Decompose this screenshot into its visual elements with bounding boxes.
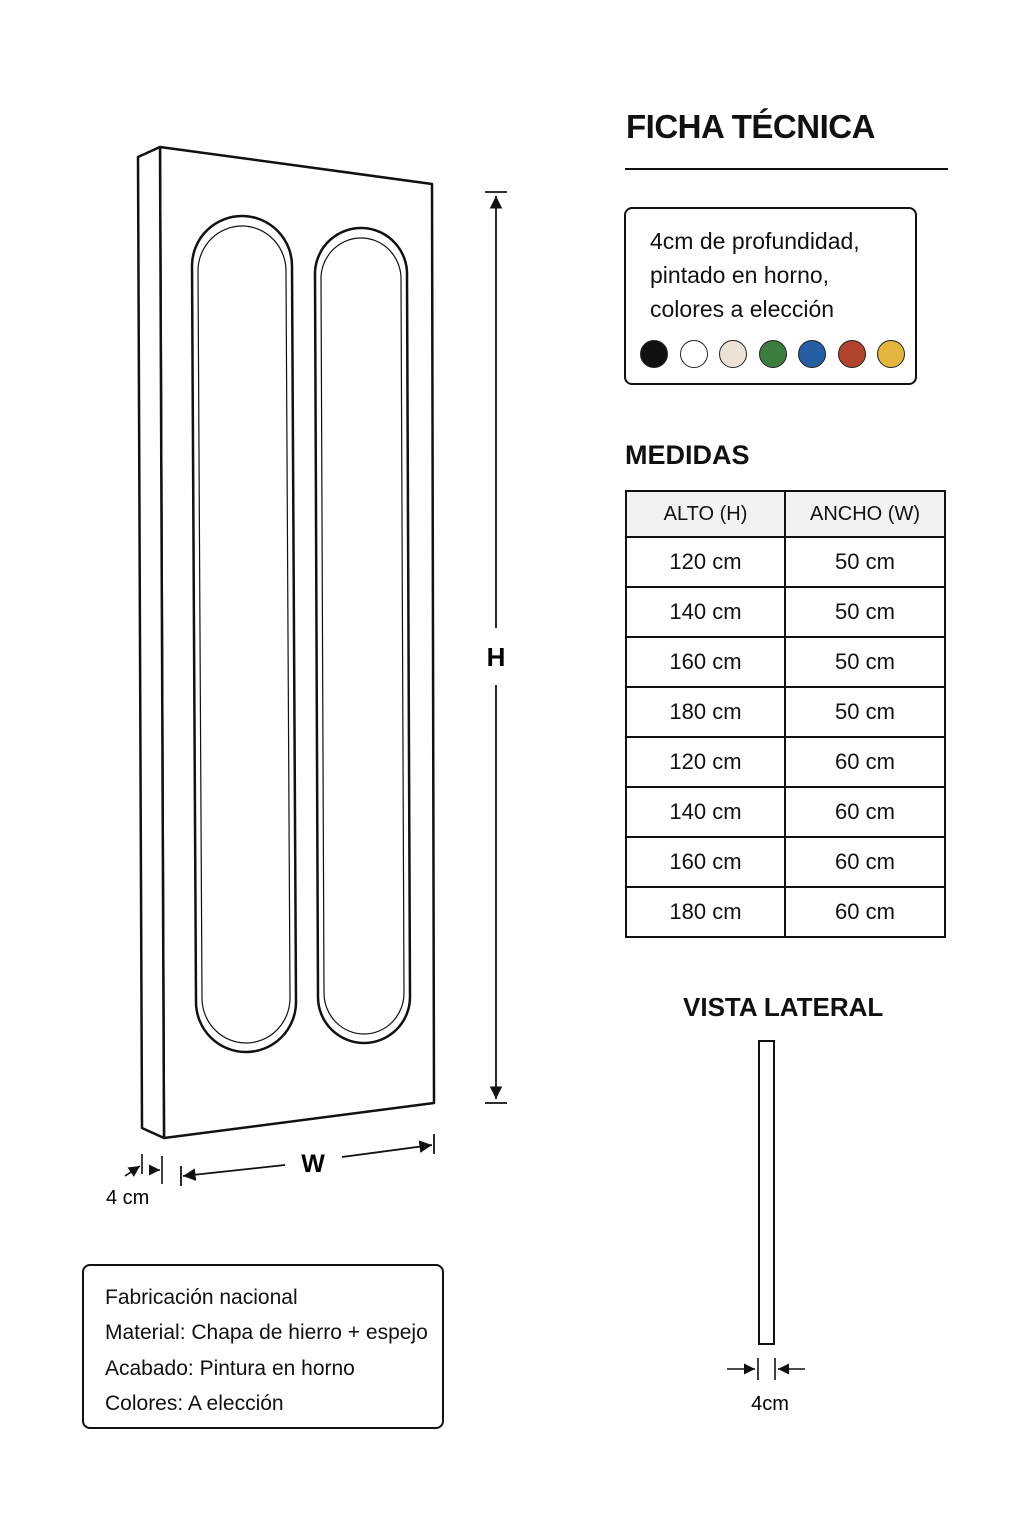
cell-ancho: 50 cm: [784, 636, 946, 688]
info-line: Material: Chapa de hierro + espejo: [105, 1321, 428, 1344]
panel-perspective: [136, 145, 436, 1140]
depth-dimension: [124, 1154, 163, 1184]
column-header-ancho: ANCHO (W): [784, 490, 946, 538]
info-line: Colores: A elección: [105, 1392, 284, 1415]
cell-alto: 120 cm: [625, 736, 786, 788]
lateral-depth-label: 4cm: [751, 1393, 789, 1415]
cell-ancho: 60 cm: [784, 786, 946, 838]
swatch-negro[interactable]: [640, 340, 668, 368]
color-swatches: [640, 340, 917, 368]
mirror-left-inner: [197, 225, 291, 1044]
description-line: 4cm de profundidad,: [650, 228, 860, 254]
cell-alto: 120 cm: [625, 536, 786, 588]
lateral-view-bar: [758, 1040, 775, 1345]
height-dimension: [485, 191, 507, 1104]
depth-label: 4 cm: [106, 1187, 149, 1209]
mirror-right-inner: [320, 237, 405, 1035]
cell-alto: 160 cm: [625, 836, 786, 888]
lateral-view-title: VISTA LATERAL: [683, 992, 884, 1022]
cell-ancho: 50 cm: [784, 586, 946, 638]
cell-alto: 140 cm: [625, 586, 786, 638]
table-header-row: ALTO (H) ANCHO (W): [625, 490, 946, 538]
mirror-left: [190, 214, 298, 1054]
swatch-rojo[interactable]: [837, 340, 866, 368]
cell-ancho: 50 cm: [784, 686, 946, 738]
width-label: W: [301, 1150, 325, 1178]
swatch-crema[interactable]: [719, 340, 747, 368]
swatch-amarillo[interactable]: [877, 340, 905, 368]
medidas-title: MEDIDAS: [625, 440, 750, 470]
cell-alto: 140 cm: [625, 786, 786, 838]
cell-ancho: 50 cm: [784, 536, 946, 588]
mirror-right: [313, 226, 412, 1045]
cell-alto: 180 cm: [625, 686, 786, 738]
cell-ancho: 60 cm: [784, 836, 946, 888]
cell-alto: 180 cm: [625, 886, 786, 938]
panel-side-face: [136, 145, 166, 1140]
page-title: FICHA TÉCNICA: [626, 108, 875, 145]
description-line: colores a elección: [650, 296, 835, 322]
title-divider: [625, 168, 948, 170]
cell-ancho: 60 cm: [784, 886, 946, 938]
lateral-depth-dimension: [727, 1358, 805, 1380]
info-line: Fabricación nacional: [105, 1286, 298, 1309]
description-line: pintado en horno,: [650, 262, 830, 288]
column-header-alto: ALTO (H): [625, 490, 786, 538]
width-dimension: [180, 1134, 435, 1186]
info-line: Acabado: Pintura en horno: [105, 1357, 355, 1380]
description-box: 4cm de profundidad, pintado en horno, co…: [624, 207, 917, 385]
height-label: H: [487, 642, 506, 672]
swatch-azul[interactable]: [798, 340, 826, 368]
cell-alto: 160 cm: [625, 636, 786, 688]
cell-ancho: 60 cm: [784, 736, 946, 788]
swatch-blanco[interactable]: [679, 340, 708, 368]
swatch-verde[interactable]: [758, 340, 787, 368]
info-box: Fabricación nacional Material: Chapa de …: [82, 1264, 444, 1429]
